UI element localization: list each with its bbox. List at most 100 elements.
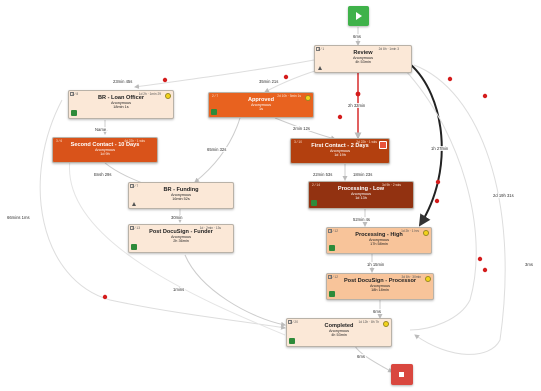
node-post-docusign-processor[interactable]: 4 / 12 3d 8h · 30min Post DocuSign - Pro… xyxy=(326,273,434,300)
node-count: 1 / 8 xyxy=(72,92,79,96)
start-node-play-icon[interactable] xyxy=(348,6,369,26)
node-user: Anonymous xyxy=(350,192,372,196)
status-square-icon xyxy=(329,245,335,251)
node-processing-low[interactable]: 2 / 14 3d 9h · 2 wks Processing - Low An… xyxy=(308,181,414,209)
status-circle-icon xyxy=(425,276,431,282)
edge-label-review-approved: 35min 21s xyxy=(258,79,280,84)
node-count: 3 / 10 xyxy=(294,140,302,144)
node-stats: 3d 9h · 2 wks xyxy=(382,183,401,187)
node-user: Anonymous xyxy=(352,56,374,60)
status-square-icon xyxy=(131,244,137,250)
edge-label-brloan-second: Name xyxy=(94,127,108,132)
node-duration: 18min 1s xyxy=(113,105,129,110)
node-user: Anonymous xyxy=(94,148,116,152)
node-stats: 2d 10h · 5min 1s xyxy=(277,94,301,98)
node-duration: 1s xyxy=(258,107,263,112)
edge-label-processinglow-high: 52min 4s xyxy=(352,217,371,222)
status-circle-icon xyxy=(423,230,429,236)
edge-label-brloan-completed: 66mins 1ms xyxy=(6,215,31,220)
edge-approved-brfunding[interactable] xyxy=(194,117,241,183)
node-corner-icon xyxy=(328,275,332,279)
node-title: Second Contact - 10 Days xyxy=(70,142,140,148)
edge-label-completed-end: 6ms xyxy=(356,354,366,359)
edge-label-first-processinglow: 22min 53s xyxy=(312,172,334,177)
status-square-icon xyxy=(289,338,295,344)
node-br-funding[interactable]: 1 / 7 BR - Funding Anonymous 16min 52s xyxy=(128,182,234,209)
node-user: Anonymous xyxy=(110,101,132,105)
status-circle-icon xyxy=(305,95,311,101)
status-square-icon xyxy=(71,110,77,116)
edge-label-review-processinghigh: 1h 27min xyxy=(430,146,450,151)
node-stats: 2d 8h · 1min 3 xyxy=(378,47,399,51)
edge-label-postprocessor-completed: 6ms xyxy=(372,309,382,314)
node-post-docusign-funder[interactable]: 1 / 13 1d · 2min · 13s Post DocuSign - F… xyxy=(128,224,234,253)
node-user: Anonymous xyxy=(328,329,350,333)
status-square-icon xyxy=(329,291,335,297)
node-duration: 4h 53min xyxy=(355,60,371,65)
node-count: 1 / 7 xyxy=(132,184,139,188)
edge-label-right-curve-2: 3ms xyxy=(524,262,534,267)
node-count: 4 / 12 xyxy=(330,229,338,233)
node-user: Anonymous xyxy=(170,235,192,239)
edge-label-right-curve: 2d 19h 31s xyxy=(492,193,515,198)
node-first-contact[interactable]: 3 / 10 2d 22h · 1 wks First Contact - 2 … xyxy=(290,138,390,164)
end-node-stop-icon[interactable] xyxy=(391,364,413,385)
node-title: BR - Loan Officer xyxy=(98,95,144,101)
edge-brloan-completed[interactable] xyxy=(39,99,286,330)
edge-second-completed[interactable] xyxy=(69,159,286,336)
node-title: Completed xyxy=(324,323,354,329)
node-stats: 3d 8h · 30min xyxy=(401,275,422,279)
node-title: Post DocuSign - Processor xyxy=(343,278,417,284)
node-count: 1 / 1 xyxy=(318,47,325,51)
node-stats: 1d · 2min · 13s xyxy=(199,226,221,230)
node-br-loan-officer[interactable]: 1 / 8 1d 2h · 1min 29 BR - Loan Officer … xyxy=(68,90,174,119)
edge-label-high-postprocessor: 1h 15min xyxy=(366,262,386,267)
node-duration: 16min 52s xyxy=(172,197,190,202)
node-completed[interactable]: 1 / 20 1d 12h · 8h 7h Completed Anonymou… xyxy=(286,318,392,347)
warning-triangle-icon xyxy=(132,202,136,206)
edge-label-postfunder-completed: 1mins xyxy=(172,287,186,292)
node-corner-icon xyxy=(328,229,332,233)
node-title: First Contact - 2 Days xyxy=(311,143,369,149)
edge-label-start-review: 6ms xyxy=(352,34,362,39)
node-count: 2 / 7 xyxy=(212,94,219,98)
node-duration: 2h 36min xyxy=(173,239,189,244)
node-second-contact[interactable]: 3 / 6 4d 22h · 1 wks Second Contact - 10… xyxy=(52,137,158,163)
status-circle-icon xyxy=(383,321,389,327)
node-review[interactable]: 1 / 1 2d 8h · 1min 3 Review Anonymous 4h… xyxy=(314,45,412,73)
edge-completed-end[interactable] xyxy=(354,345,393,373)
node-title: Processing - Low xyxy=(337,186,385,192)
edge-label-second-brfunding: Bnsh 29s xyxy=(93,172,113,177)
node-duration: 4h 53min xyxy=(331,333,347,338)
node-count: 2 / 14 xyxy=(312,183,320,187)
node-title: BR - Funding xyxy=(163,187,199,193)
node-corner-icon xyxy=(70,92,74,96)
node-duration: 1d 9h xyxy=(100,152,110,157)
edge-label-approved-firstcontact: 2min 12s xyxy=(292,126,311,131)
node-processing-high[interactable]: 4 / 12 1d 2h · 1 hrs Processing - High A… xyxy=(326,227,432,254)
node-count: 3 / 6 xyxy=(56,139,63,143)
node-count: 1 / 20 xyxy=(290,320,298,324)
edge-postfunder-completed[interactable] xyxy=(184,254,286,327)
node-title: Processing - High xyxy=(355,232,403,238)
node-user: Anonymous xyxy=(369,284,391,288)
node-count: 4 / 12 xyxy=(330,275,338,279)
edge-review-brloan[interactable] xyxy=(134,59,315,89)
warning-triangle-icon xyxy=(318,66,322,70)
node-user: Anonymous xyxy=(250,103,272,107)
node-duration: 1d 19h xyxy=(334,153,346,158)
edge-review-right-outer[interactable] xyxy=(413,64,506,355)
edge-review-processinghigh[interactable] xyxy=(409,63,443,227)
edge-review-right-mid[interactable] xyxy=(404,69,477,331)
node-approved[interactable]: 2 / 7 2d 10h · 5min 1s Approved Anonymou… xyxy=(208,92,314,118)
status-circle-icon xyxy=(165,93,171,99)
node-corner-icon xyxy=(130,226,134,230)
node-user: Anonymous xyxy=(329,149,351,153)
node-duration: 1d 13h xyxy=(355,196,367,201)
close-square-icon xyxy=(379,141,387,149)
node-stats: 1d 12h · 8h 7h xyxy=(358,320,379,324)
edge-label-review-brloan: 23min 45s xyxy=(112,79,134,84)
node-title: Review xyxy=(353,50,373,56)
node-stats: 2d 22h · 1 wks xyxy=(356,140,377,144)
